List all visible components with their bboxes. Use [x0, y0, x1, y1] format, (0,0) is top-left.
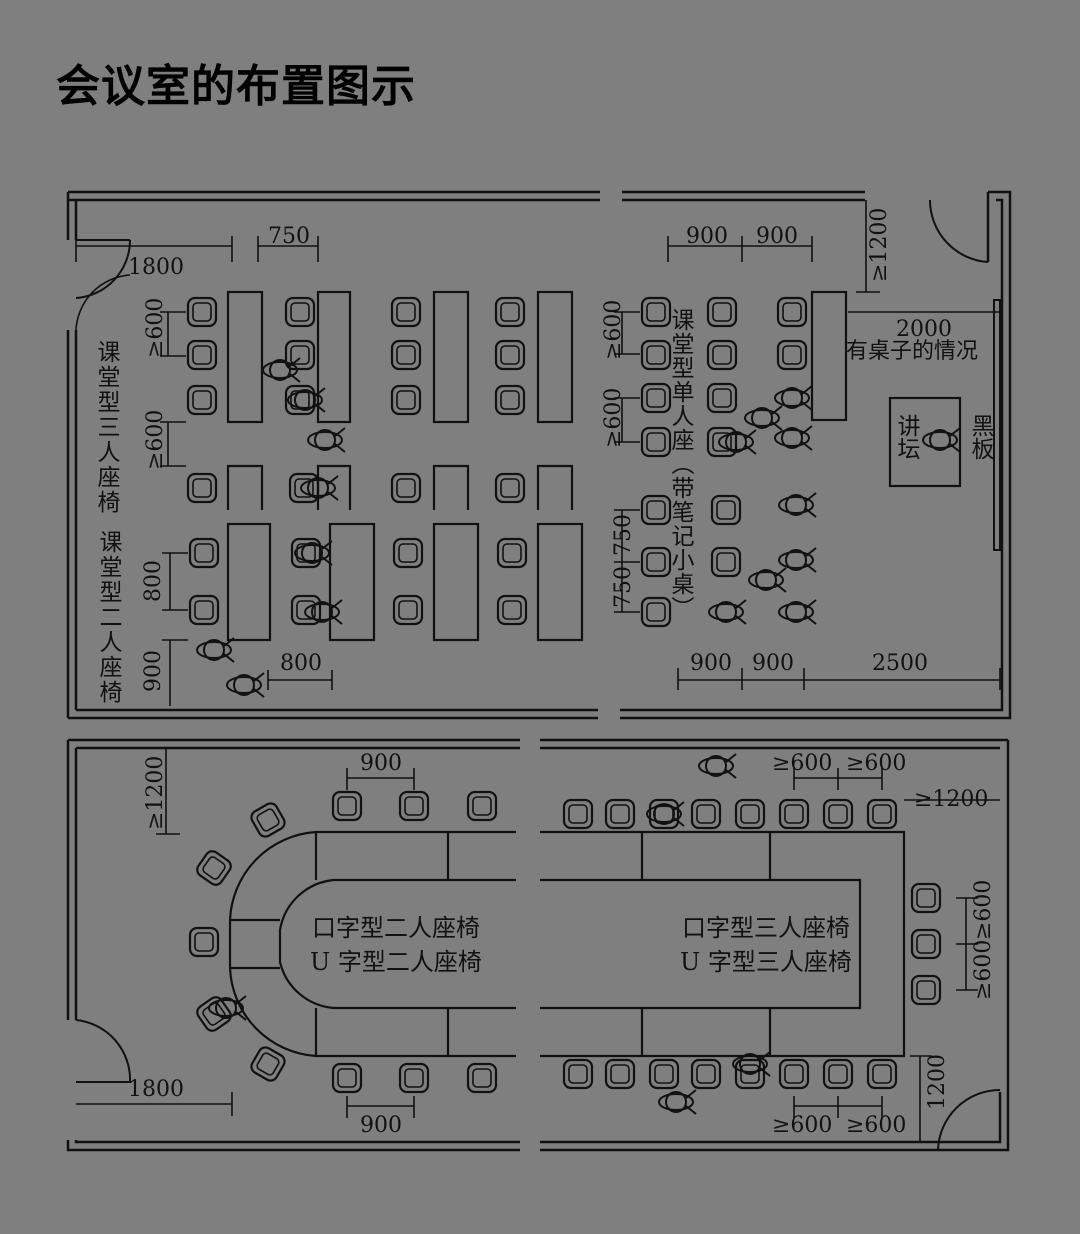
tl-dims: [75, 236, 333, 706]
label-classroom-two-seat: 课堂型二人座椅: [95, 530, 123, 705]
bottom-tables: [228, 830, 906, 1058]
tr-dim-2500: 2500: [872, 651, 928, 676]
b-dim-1800: 1800: [128, 1077, 184, 1102]
tl-dim-800v: 800: [141, 560, 166, 602]
b-dim-900top: 900: [360, 751, 402, 776]
tl-dim-1800: 1800: [128, 255, 184, 280]
label-classroom-single-seat: 课堂型单人座（带笔记小桌）: [667, 308, 695, 620]
b-dim-1200h: ≥1200: [914, 787, 988, 812]
b-dim-600t1: ≥600: [772, 751, 832, 776]
b-dim-600r1: ≥600: [971, 880, 996, 940]
tr-dim-2000: 2000: [896, 317, 952, 342]
tl-dim-800h: 800: [280, 651, 322, 676]
tr-dim-750b: 750: [611, 566, 636, 608]
tr-dim-900d: 900: [752, 651, 794, 676]
tr-dim-900c: 900: [690, 651, 732, 676]
label-classroom-three-seat: 课堂型三人座椅: [93, 340, 121, 515]
tl-chairs: [186, 296, 528, 698]
b-dim-600b2: ≥600: [846, 1113, 906, 1138]
label-u-shape-two-seat: U 字型二人座椅: [310, 948, 482, 976]
page-title: 会议室的布置图示: [56, 61, 416, 112]
tl-dim-750: 750: [268, 224, 310, 249]
b-dim-1200b: 1200: [925, 1054, 950, 1110]
tr-dim-900a: 900: [686, 224, 728, 249]
b-dim-600b1: ≥600: [772, 1113, 832, 1138]
label-u-shape-three-seat: U 字型三人座椅: [680, 948, 852, 976]
tr-dim-1200: ≥1200: [867, 208, 892, 282]
room-bottom: [66, 738, 1010, 1152]
b-dim-600t2: ≥600: [846, 751, 906, 776]
tr-dim-900b: 900: [756, 224, 798, 249]
b-dim-600r2: ≥600: [971, 940, 996, 1000]
tl-dim-600a: ≥600: [143, 298, 168, 358]
label-o-shape-three-seat: 口字型三人座椅: [682, 914, 850, 942]
tl-tables: [226, 290, 584, 642]
label-blackboard: 黑板: [967, 414, 995, 460]
label-o-shape-two-seat: 口字型二人座椅: [312, 914, 480, 942]
tl-dim-900v: 900: [141, 650, 166, 692]
tr-dim-600a: ≥600: [601, 300, 626, 360]
b-dim-900bottom: 900: [360, 1113, 402, 1138]
room-top-right: [620, 190, 1012, 720]
tl-dim-600b: ≥600: [143, 410, 168, 470]
tr-dims: [614, 200, 1002, 690]
bottom-dims: [76, 748, 1000, 1142]
label-with-table: 有桌子的情况: [846, 339, 978, 364]
tr-furniture: [810, 290, 962, 488]
tr-dim-750a: 750: [611, 514, 636, 556]
room-top-left: [66, 190, 600, 720]
label-lectern: 讲坛: [893, 414, 921, 460]
b-dim-1200v: ≥1200: [143, 756, 168, 830]
tr-dim-600b: ≥600: [601, 388, 626, 448]
